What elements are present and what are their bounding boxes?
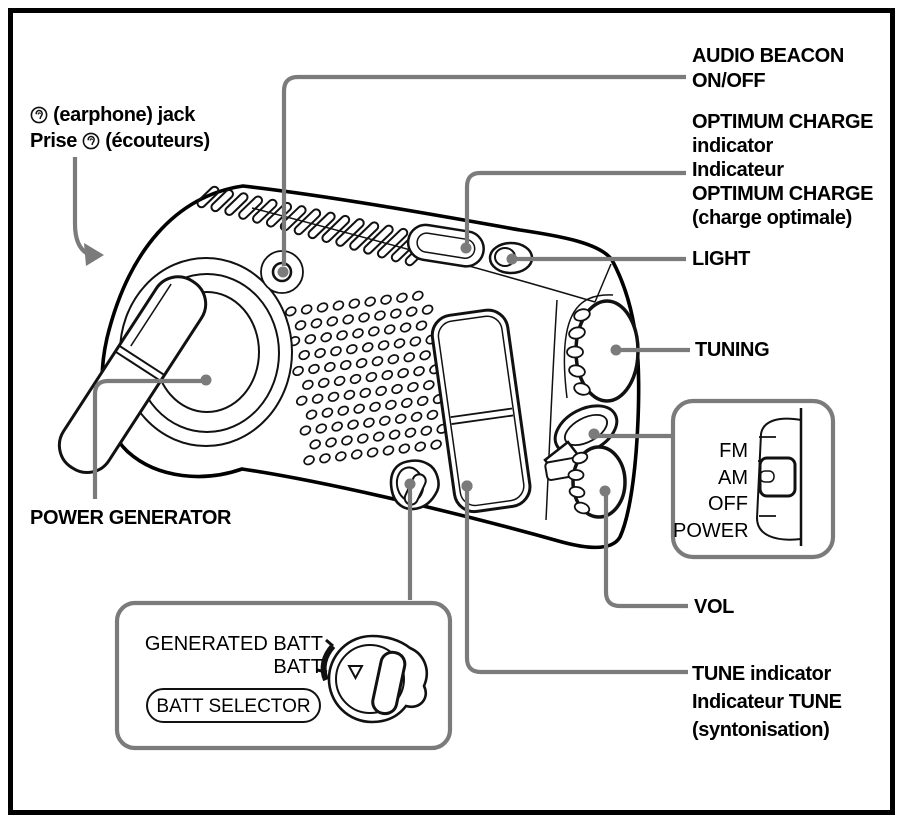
optimum-line2: indicator (692, 135, 773, 157)
band-option-am: AM (718, 466, 748, 489)
label-optimum-charge: OPTIMUM CHARGE indicator Indicateur OPTI… (692, 110, 873, 230)
band-switch-callout-box (670, 398, 836, 560)
earphone-icon (82, 132, 100, 150)
audio-beacon-line2: ON/OFF (692, 70, 766, 92)
callout-lines (72, 74, 690, 675)
label-tune-indicator: TUNE indicator Indicateur TUNE (syntonis… (692, 660, 842, 744)
speaker-grille (285, 290, 449, 466)
batt-selector-name-outline (146, 688, 321, 723)
band-option-fm: FM (719, 440, 748, 462)
batt-selector-callout-box (114, 600, 453, 751)
optimum-charge-indicator (406, 223, 485, 268)
dial-window (430, 308, 532, 514)
label-batt-selector: BATT SELECTOR (156, 696, 311, 717)
label-audio-beacon: AUDIO BEACON ON/OFF (692, 44, 844, 94)
band-switch-illustration (755, 408, 803, 546)
label-vol: VOL (694, 596, 734, 618)
leader-earphone-jack (72, 157, 90, 256)
band-option-power: POWER (673, 520, 749, 543)
optimum-line3: Indicateur (692, 159, 784, 181)
leader-power-generator (92, 378, 203, 499)
position-batt: BATT (273, 656, 323, 678)
band-switch-options: FM AM OFF POWER (673, 438, 749, 545)
optimum-line4: OPTIMUM CHARGE (692, 183, 874, 205)
label-power-generator: POWER GENERATOR (30, 507, 232, 529)
optimum-line1: OPTIMUM CHARGE (692, 111, 874, 133)
tune-line3: (syntonisation) (692, 719, 830, 741)
earphone-fr-prefix: Prise (30, 130, 77, 152)
earphone-en-text: (earphone) jack (53, 104, 195, 126)
batt-selector-knob-illustration (316, 634, 429, 724)
band-option-off: OFF (708, 493, 748, 516)
leader-tune-indicator (464, 490, 688, 675)
label-tuning: TUNING (695, 339, 770, 361)
earphone-icon (30, 106, 48, 124)
label-earphone-jack: (earphone) jack Prise (écouteurs) (30, 102, 210, 154)
tune-line2: Indicateur TUNE (692, 691, 842, 713)
leader-vol (603, 495, 688, 609)
leader-audio-beacon (281, 74, 686, 266)
position-generated-batt: GENERATED BATT (144, 633, 323, 655)
audio-beacon-line1: AUDIO BEACON (692, 45, 844, 67)
label-light: LIGHT (692, 248, 750, 270)
batt-selector-positions: GENERATED BATT BATT (117, 633, 323, 679)
earphone-arrowhead (84, 243, 104, 266)
callout-dots (84, 242, 622, 497)
page-border (8, 8, 895, 815)
optimum-line5: (charge optimale) (692, 207, 852, 229)
leader-optimum-charge (464, 170, 686, 243)
vol-knob (567, 445, 627, 519)
earphone-fr-suffix: (écouteurs) (105, 130, 210, 152)
tune-line1: TUNE indicator (692, 663, 831, 685)
